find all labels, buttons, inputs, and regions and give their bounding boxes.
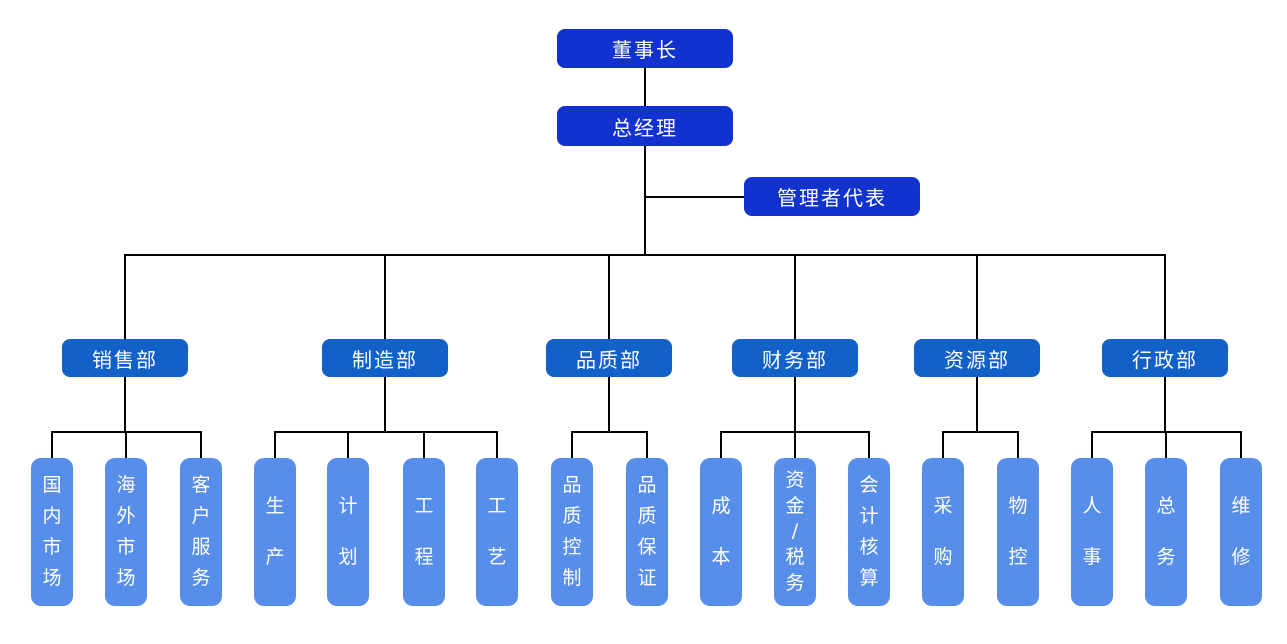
connector-line bbox=[720, 431, 722, 458]
node-leaf-hr: 人事 bbox=[1071, 458, 1113, 606]
connector-line bbox=[608, 377, 610, 433]
node-general-manager-label: 总经理 bbox=[612, 115, 678, 140]
node-dept-finance-label: 财务部 bbox=[762, 347, 828, 372]
node-leaf-funds-tax-label: 资金/税务 bbox=[785, 468, 805, 595]
connector-chairman-gm bbox=[644, 68, 646, 106]
connector-line bbox=[1165, 431, 1167, 458]
connector-line bbox=[608, 254, 610, 339]
connector-line bbox=[1164, 254, 1166, 339]
node-dept-quality-label: 品质部 bbox=[576, 347, 642, 372]
connector-line bbox=[976, 377, 978, 433]
connector-line bbox=[976, 254, 978, 339]
node-dept-resources: 资源部 bbox=[914, 339, 1040, 377]
node-leaf-maintenance: 维修 bbox=[1220, 458, 1262, 606]
node-dept-resources-label: 资源部 bbox=[944, 347, 1010, 372]
node-leaf-engineering-label: 工程 bbox=[414, 494, 434, 569]
node-management-representative-label: 管理者代表 bbox=[777, 186, 887, 210]
connector-line bbox=[124, 377, 126, 433]
connector-line bbox=[1164, 377, 1166, 433]
connector-line bbox=[571, 431, 573, 458]
node-leaf-planning: 计划 bbox=[327, 458, 369, 606]
node-general-manager: 总经理 bbox=[557, 106, 733, 146]
node-leaf-process: 工艺 bbox=[476, 458, 518, 606]
connector-line bbox=[1091, 431, 1093, 458]
connector-line bbox=[423, 431, 425, 458]
node-leaf-general-affairs: 总务 bbox=[1145, 458, 1187, 606]
connector-line bbox=[868, 431, 870, 458]
connector-line bbox=[51, 431, 53, 458]
node-leaf-cost-label: 成本 bbox=[711, 494, 731, 569]
node-leaf-procurement: 采购 bbox=[922, 458, 964, 606]
connector-line bbox=[794, 431, 796, 458]
node-dept-quality: 品质部 bbox=[546, 339, 672, 377]
node-leaf-customer-service-label: 客户服务 bbox=[191, 474, 211, 589]
connector-line bbox=[496, 431, 498, 458]
node-leaf-procurement-label: 采购 bbox=[933, 494, 953, 569]
connector-line bbox=[794, 377, 796, 433]
node-leaf-maintenance-label: 维修 bbox=[1231, 494, 1251, 569]
connector-line bbox=[200, 431, 202, 458]
node-leaf-material-control-label: 物控 bbox=[1008, 494, 1028, 569]
node-leaf-quality-control: 品质控制 bbox=[551, 458, 593, 606]
connector-line bbox=[124, 254, 126, 339]
node-leaf-production: 生产 bbox=[254, 458, 296, 606]
node-chairman-label: 董事长 bbox=[612, 38, 678, 62]
node-leaf-accounting-label: 会计核算 bbox=[859, 474, 879, 589]
node-leaf-production-label: 生产 bbox=[265, 494, 285, 569]
node-leaf-process-label: 工艺 bbox=[487, 494, 507, 569]
node-management-representative: 管理者代表 bbox=[744, 177, 920, 216]
node-leaf-funds-tax: 资金/税务 bbox=[774, 458, 816, 606]
connector-line bbox=[274, 431, 498, 433]
connector-gm-trunk bbox=[644, 146, 646, 254]
connector-line bbox=[125, 431, 127, 458]
node-dept-finance: 财务部 bbox=[732, 339, 858, 377]
connector-line bbox=[942, 431, 944, 458]
connector-line bbox=[274, 431, 276, 458]
node-leaf-material-control: 物控 bbox=[997, 458, 1039, 606]
connector-line bbox=[646, 431, 648, 458]
connector-line bbox=[1240, 431, 1242, 458]
connector-line bbox=[384, 377, 386, 433]
node-leaf-customer-service: 客户服务 bbox=[180, 458, 222, 606]
connector-line bbox=[1017, 431, 1019, 458]
connector-main-rail bbox=[124, 254, 1166, 256]
node-dept-admin-label: 行政部 bbox=[1132, 347, 1198, 372]
node-dept-sales-label: 销售部 bbox=[92, 347, 158, 372]
connector-line bbox=[571, 431, 648, 433]
node-leaf-quality-assurance-label: 品质保证 bbox=[637, 474, 657, 589]
node-leaf-overseas-market-label: 海外市场 bbox=[116, 474, 136, 589]
node-leaf-cost: 成本 bbox=[700, 458, 742, 606]
node-leaf-engineering: 工程 bbox=[403, 458, 445, 606]
connector-line bbox=[942, 431, 1019, 433]
node-leaf-accounting: 会计核算 bbox=[848, 458, 890, 606]
node-leaf-overseas-market: 海外市场 bbox=[105, 458, 147, 606]
node-dept-admin: 行政部 bbox=[1102, 339, 1228, 377]
node-leaf-hr-label: 人事 bbox=[1082, 494, 1102, 569]
connector-mgmt-rep-branch bbox=[644, 196, 744, 198]
connector-line bbox=[384, 254, 386, 339]
node-leaf-quality-assurance: 品质保证 bbox=[626, 458, 668, 606]
node-dept-sales: 销售部 bbox=[62, 339, 188, 377]
node-leaf-quality-control-label: 品质控制 bbox=[562, 474, 582, 589]
node-dept-manufacturing-label: 制造部 bbox=[352, 347, 418, 372]
node-leaf-domestic-market: 国内市场 bbox=[31, 458, 73, 606]
node-leaf-general-affairs-label: 总务 bbox=[1156, 494, 1176, 569]
node-leaf-planning-label: 计划 bbox=[338, 494, 358, 569]
connector-line bbox=[794, 254, 796, 339]
node-leaf-domestic-market-label: 国内市场 bbox=[42, 474, 62, 589]
node-chairman: 董事长 bbox=[557, 29, 733, 68]
connector-line bbox=[347, 431, 349, 458]
node-dept-manufacturing: 制造部 bbox=[322, 339, 448, 377]
